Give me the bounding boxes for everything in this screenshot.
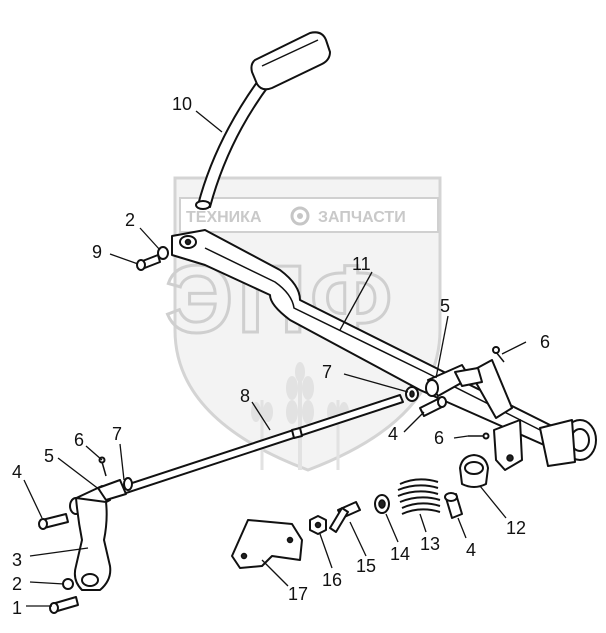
part-1-bolt <box>49 596 79 614</box>
part-16-nut <box>309 515 327 535</box>
part-13-spring <box>397 478 441 515</box>
gear-icon <box>290 206 310 226</box>
callout-2-upper: 2 <box>125 210 135 230</box>
part-2-washer-upper <box>157 246 169 260</box>
part-7-washer-lower <box>123 477 133 491</box>
part-6-cotter-pin-upper <box>492 346 505 363</box>
callout-14: 14 <box>390 544 410 564</box>
part-14-cup-washer <box>374 494 390 514</box>
part-7-washer-upper <box>405 386 419 402</box>
watermark-wheat-icon <box>251 362 349 470</box>
callout-6-lower: 6 <box>74 430 84 450</box>
part-4-pin-middle <box>419 396 447 417</box>
leader-lines <box>23 110 527 607</box>
part-2-washer-lower <box>62 578 74 590</box>
callout-3: 3 <box>12 550 22 570</box>
part-5-clevis-upper <box>425 364 483 397</box>
callout-9: 9 <box>92 242 102 262</box>
part-12-cap-nut <box>459 454 489 488</box>
callout-7-upper: 7 <box>322 362 332 382</box>
part-3-lever <box>73 497 112 591</box>
part-9-bolt <box>136 254 161 271</box>
callouts: 10 2 9 11 5 6 7 8 4 6 12 4 13 14 15 16 1… <box>12 94 550 618</box>
callout-1: 1 <box>12 598 22 618</box>
part-10-pedal-lever <box>195 31 331 210</box>
callout-11: 11 <box>352 254 371 274</box>
part-17-bracket <box>231 519 303 569</box>
callout-16: 16 <box>322 570 342 590</box>
callout-8: 8 <box>240 386 250 406</box>
watermark-brand-left: ТЕХНИКА <box>186 209 262 226</box>
callout-5-upper: 5 <box>440 296 450 316</box>
callout-7-lower: 7 <box>112 424 122 444</box>
part-15-bolt <box>329 501 361 533</box>
callout-17: 17 <box>288 584 308 604</box>
callout-4-middle: 4 <box>388 424 398 444</box>
callout-6-upper: 6 <box>540 332 550 352</box>
callout-2-lower: 2 <box>12 574 22 594</box>
callout-5-lower: 5 <box>44 446 54 466</box>
part-4-pin-right <box>444 492 463 519</box>
callout-6-right: 6 <box>434 428 444 448</box>
callout-4-right: 4 <box>466 540 476 560</box>
callout-13: 13 <box>420 534 440 554</box>
part-6-cotter-pin-right <box>468 432 490 440</box>
callout-10: 10 <box>172 94 192 114</box>
callout-4-left: 4 <box>12 462 22 482</box>
part-6-cotter-pin-lower <box>98 456 107 477</box>
watermark-brand-right: ЗАПЧАСТИ <box>318 209 406 226</box>
part-4-pin-left <box>38 513 69 530</box>
callout-12: 12 <box>506 518 526 538</box>
callout-15: 15 <box>356 556 376 576</box>
